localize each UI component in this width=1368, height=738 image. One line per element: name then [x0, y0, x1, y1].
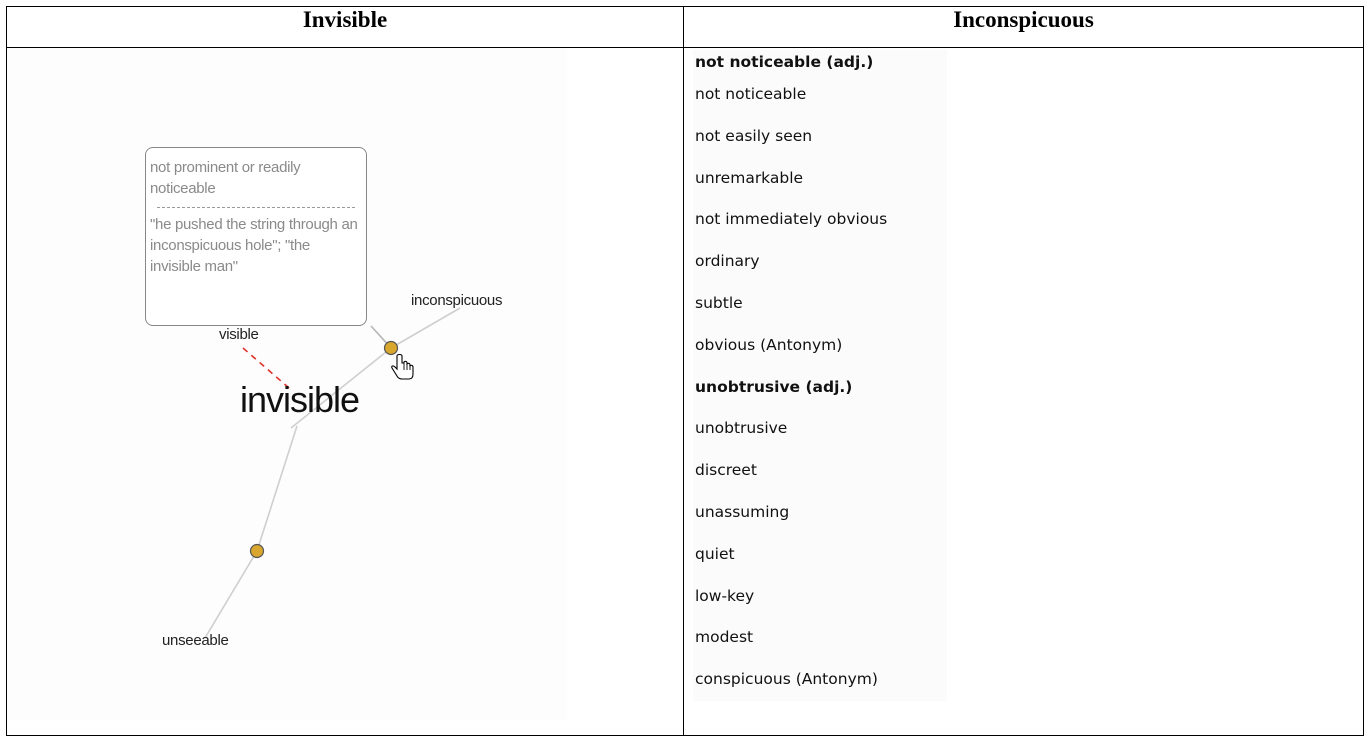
synonym-item[interactable]: unassuming	[695, 502, 790, 521]
synonym-list: not noticeable (adj.) not noticeable not…	[693, 50, 947, 701]
edge-node-to-inconspicuous-label	[390, 307, 461, 349]
inconspicuous-node[interactable]	[383, 340, 399, 356]
thesaurus-graph: visible inconspicuous unseeable invisibl…	[7, 48, 683, 734]
synonyms-cell: not noticeable (adj.) not noticeable not…	[683, 47, 1364, 736]
graph-cell: visible inconspicuous unseeable invisibl…	[6, 47, 684, 736]
synonym-item[interactable]: discreet	[695, 461, 757, 480]
synonym-item[interactable]: modest	[695, 628, 754, 647]
invisible-header: Invisible	[6, 6, 684, 48]
visible-node-label[interactable]: visible	[219, 326, 259, 343]
main-word-invisible[interactable]: invisible	[240, 379, 360, 420]
edge-to-inconspicuous-node	[290, 347, 392, 429]
synonym-item[interactable]: subtle	[695, 293, 743, 312]
synonym-item[interactable]: not immediately obvious	[695, 210, 888, 229]
synonym-item[interactable]: unobtrusive	[695, 419, 788, 438]
inconspicuous-node-label[interactable]: inconspicuous	[411, 292, 503, 309]
tooltip-example: "he pushed the string through an inconsp…	[150, 216, 358, 275]
tooltip-divider	[157, 207, 355, 208]
antonym-item[interactable]: conspicuous (Antonym)	[695, 670, 878, 689]
tooltip-definition: not prominent or readily noticeable	[150, 159, 301, 197]
hand-cursor-icon	[391, 353, 414, 380]
unseeable-node[interactable]	[249, 543, 265, 559]
synonym-item[interactable]: ordinary	[695, 252, 760, 271]
comparison-table: Invisible Inconspicuous	[6, 6, 1364, 736]
synonym-item[interactable]: unremarkable	[695, 168, 804, 187]
definition-tooltip: not prominent or readily noticeable "he …	[145, 147, 367, 326]
edge-node-to-unseeable-label	[204, 550, 258, 639]
inconspicuous-header: Inconspicuous	[683, 6, 1364, 48]
group-heading: unobtrusive (adj.)	[695, 377, 853, 396]
group-heading: not noticeable (adj.)	[695, 53, 874, 71]
antonym-item[interactable]: obvious (Antonym)	[695, 335, 843, 354]
synonym-item[interactable]: quiet	[695, 544, 735, 563]
synonym-item[interactable]: not easily seen	[695, 126, 813, 145]
unseeable-node-label[interactable]: unseeable	[162, 632, 229, 649]
synonym-item[interactable]: low-key	[695, 586, 755, 605]
edge-to-unseeable-node	[256, 425, 298, 552]
synonym-item[interactable]: not noticeable	[695, 85, 807, 103]
